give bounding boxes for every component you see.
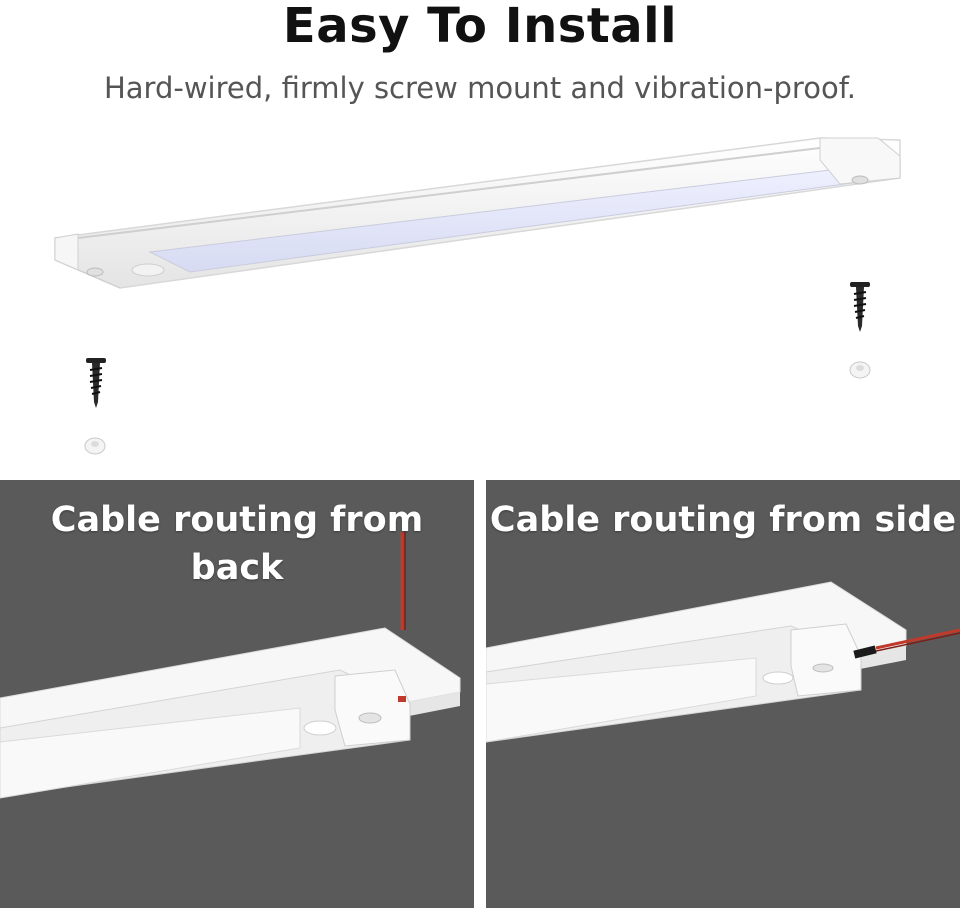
panel-label-back: Cable routing from back [50, 500, 424, 588]
sensor [303, 720, 337, 736]
sensor-left [131, 263, 165, 277]
end-cap [334, 669, 411, 747]
product-illustration [0, 120, 960, 480]
page-title: Easy To Install [282, 0, 678, 54]
cable-side-drawing [486, 480, 960, 908]
end-cap [790, 623, 862, 697]
light-bar-drawing [54, 137, 901, 455]
mount-hole [812, 663, 834, 673]
panel-cable-back: Cable routing from back [0, 480, 474, 908]
sensor [762, 671, 794, 685]
screw-anchor-icon [849, 361, 871, 379]
panel-label-side: Cable routing from side [489, 500, 957, 540]
panel-cable-side: Cable routing from side [486, 480, 960, 908]
screw-icon [850, 282, 870, 332]
cable-back-drawing [0, 480, 474, 908]
mount-hole-right [851, 175, 869, 185]
page-subtitle: Hard-wired, firmly screw mount and vibra… [103, 71, 857, 105]
end-cap-left [54, 233, 121, 289]
cable-wire [875, 628, 960, 650]
mount-hole [358, 712, 382, 724]
screw-icon [86, 358, 106, 408]
end-cap-right [819, 137, 901, 185]
screw-anchor-icon [84, 437, 106, 455]
mount-hole-left [86, 267, 104, 277]
